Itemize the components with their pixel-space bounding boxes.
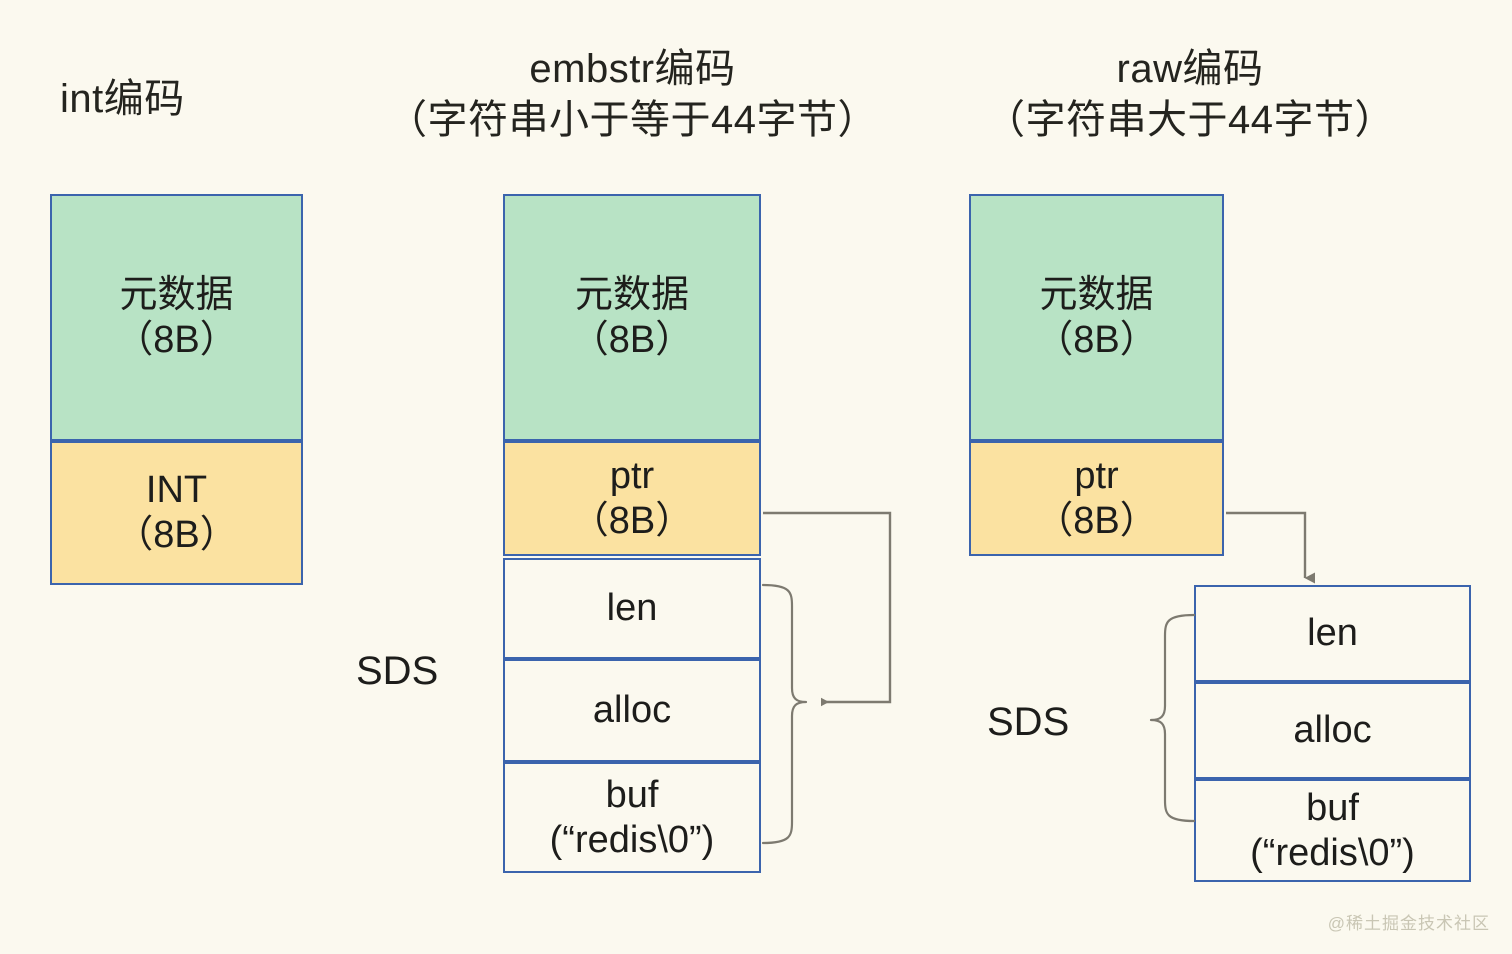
raw-buf-value: (“redis\0”)	[1250, 831, 1415, 874]
embstr-buf-label: buf	[605, 773, 659, 816]
column-heading-raw: raw编码 （字符串大于44字节）	[930, 44, 1450, 146]
embstr-buf-value: (“redis\0”)	[549, 818, 715, 861]
raw-metadata-size: （8B）	[1035, 318, 1158, 361]
raw-alloc-cell: alloc	[1194, 682, 1471, 779]
raw-len-cell: len	[1194, 585, 1471, 682]
raw-metadata-cell: 元数据 （8B）	[969, 194, 1224, 441]
raw-metadata-label: 元数据	[1039, 273, 1154, 316]
embstr-ptr-connector	[763, 511, 892, 707]
embstr-ptr-label: ptr	[609, 454, 655, 497]
heading-raw-line2: （字符串大于44字节）	[985, 98, 1395, 143]
heading-raw-line1: raw编码	[1116, 47, 1264, 91]
raw-ptr-connector	[1226, 511, 1315, 584]
raw-buf-cell: buf (“redis\0”)	[1194, 779, 1471, 882]
column-heading-int: int编码	[60, 74, 185, 125]
column-heading-embstr: embstr编码 （字符串小于等于44字节）	[345, 44, 920, 146]
int-metadata-size: （8B）	[115, 318, 238, 361]
raw-ptr-label: ptr	[1074, 454, 1119, 497]
int-value-size: （8B）	[115, 514, 238, 556]
heading-embstr-line1: embstr编码	[529, 47, 736, 91]
int-value-label: INT	[145, 469, 208, 512]
raw-ptr-size: （8B）	[1035, 499, 1158, 542]
raw-len-label: len	[1307, 612, 1358, 655]
heading-embstr-line2: （字符串小于等于44字节）	[387, 98, 878, 143]
raw-sds-label: SDS	[987, 700, 1070, 744]
embstr-metadata-cell: 元数据 （8B）	[503, 194, 761, 441]
embstr-metadata-label: 元数据	[574, 273, 689, 316]
embstr-len-cell: len	[503, 558, 761, 659]
embstr-alloc-label: alloc	[592, 689, 672, 732]
embstr-sds-label: SDS	[356, 649, 439, 693]
heading-int-line1: int编码	[60, 77, 185, 121]
int-metadata-label: 元数据	[119, 273, 234, 316]
raw-alloc-label: alloc	[1293, 709, 1372, 752]
embstr-len-label: len	[606, 587, 658, 630]
embstr-ptr-cell: ptr （8B）	[503, 441, 761, 556]
watermark: @稀土掘金技术社区	[1327, 914, 1490, 933]
embstr-buf-cell: buf (“redis\0”)	[503, 762, 761, 873]
int-value-cell: INT （8B）	[50, 441, 303, 585]
raw-sds-brace	[1149, 613, 1196, 823]
embstr-sds-brace	[761, 583, 808, 845]
embstr-ptr-size: （8B）	[570, 499, 694, 542]
int-metadata-cell: 元数据 （8B）	[50, 194, 303, 441]
embstr-alloc-cell: alloc	[503, 659, 761, 762]
raw-buf-label: buf	[1306, 786, 1359, 829]
embstr-metadata-size: （8B）	[570, 318, 694, 361]
raw-ptr-cell: ptr （8B）	[969, 441, 1224, 556]
